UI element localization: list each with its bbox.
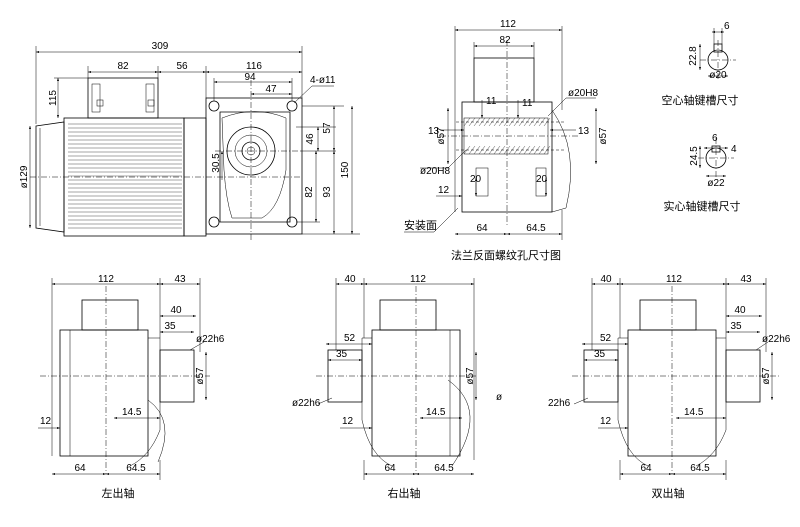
double-dim-base: 12 xyxy=(600,416,612,427)
flange-view: 112 82 ø20H8 ø20H8 11 11 ø57 ø57 13 13 2… xyxy=(404,19,609,262)
gearbox-flange xyxy=(205,97,303,235)
right-shaft-dia: ø22h6 xyxy=(292,398,321,409)
dim-upper-total: 57 xyxy=(322,122,333,134)
left-shaft-dia: ø22h6 xyxy=(196,334,225,345)
right-dim-left: 64 xyxy=(384,463,396,474)
label-holes: 4-ø11 xyxy=(310,75,336,86)
double-dim-40: 40 xyxy=(734,305,746,316)
double-shaft-dia-left: 22h6 xyxy=(548,398,571,409)
hollow-keyway: 6 22.8 ø20 空心轴键槽尺寸 xyxy=(662,21,739,107)
mount-hole-tr xyxy=(286,100,298,112)
flange-key-width: 11 xyxy=(486,96,497,107)
double-dim-key: 14.5 xyxy=(684,407,704,418)
dim-shaft-height: 82 xyxy=(304,186,315,198)
dim-height: 150 xyxy=(340,161,351,178)
mount-hole-bl xyxy=(208,216,220,228)
flange-dim-left-offset: 12 xyxy=(438,185,450,196)
left-dim-left: 64 xyxy=(74,463,86,474)
double-dim-left-len: 40 xyxy=(600,274,612,285)
flange-dim-left: ø57 xyxy=(436,127,447,145)
double-dim-right-len: 43 xyxy=(740,274,752,285)
flange-dim-right-total: 64.5 xyxy=(526,223,546,234)
left-pilot-dia: ø57 xyxy=(195,367,206,385)
double-dim-35-right: 35 xyxy=(730,321,742,332)
double-caption: 双出轴 xyxy=(652,486,685,500)
left-caption: 左出轴 xyxy=(102,486,135,500)
solid-key-depth: 24.5 xyxy=(689,146,700,166)
dim-upper-height: 46 xyxy=(305,133,316,145)
flange-housing xyxy=(461,101,553,213)
left-dim-35: 35 xyxy=(164,321,176,332)
right-dim-right: 64.5 xyxy=(434,463,454,474)
solid-dia: ø22 xyxy=(707,178,725,189)
flange-caption: 法兰反面螺纹孔尺寸图 xyxy=(451,248,561,262)
double-dim-52: 52 xyxy=(600,333,612,344)
flange-label-mount-face: 安装面 xyxy=(404,218,437,232)
flange-dim-width: 112 xyxy=(500,19,516,30)
solid-key-width: 6 xyxy=(712,133,718,144)
right-dim-key: 14.5 xyxy=(426,407,446,418)
flange-label-bore: ø20H8 xyxy=(568,88,598,99)
flange-label-bore-2: ø20H8 xyxy=(420,166,450,177)
right-dim-width: 112 xyxy=(410,274,426,285)
double-dim-left: 64 xyxy=(640,463,652,474)
dim-gear-length: 116 xyxy=(246,61,262,72)
solid-keyway: 6 24.5 4 ø22 实心轴键槽尺寸 xyxy=(664,133,741,213)
hollow-key-depth: 22.8 xyxy=(688,46,699,66)
double-dim-35-left: 35 xyxy=(594,349,606,360)
left-dim-key: 14.5 xyxy=(122,407,142,418)
right-dim-35: 35 xyxy=(336,349,348,360)
flange-dim-right: ø57 xyxy=(598,127,609,145)
flange-dim-left-total: 64 xyxy=(476,223,488,234)
main-view: 309 82 56 116 94 47 4-ø11 115 ø129 46 xyxy=(19,41,360,240)
flange-key-width-2: 11 xyxy=(522,98,533,109)
left-dim-40: 40 xyxy=(170,305,182,316)
flange-depth-b: 20 xyxy=(536,174,548,185)
flange-offset-right: 13 xyxy=(578,126,590,137)
flange-depth-a: 20 xyxy=(470,174,482,185)
right-caption: 右出轴 xyxy=(388,486,421,500)
left-shaft-view: 112 43 40 35 ø22h6 ø57 12 14.5 64 64.5 左… xyxy=(38,274,225,500)
dim-box-width: 82 xyxy=(117,61,129,72)
right-dim-shaft-len: 40 xyxy=(344,274,356,285)
mount-hole-tl xyxy=(208,100,220,112)
right-phi: ø xyxy=(496,392,502,403)
bore-hatching xyxy=(463,117,551,155)
dim-shaft-dia: 30.5 xyxy=(211,153,222,173)
double-dim-right: 64.5 xyxy=(690,463,710,474)
dim-lower: 93 xyxy=(322,186,333,198)
flange-dim-box: 82 xyxy=(499,35,511,46)
double-shaft-view: 40 112 43 52 35 40 35 ø22h6 ø57 22h6 12 … xyxy=(548,274,791,500)
terminal-box xyxy=(87,77,159,119)
dim-box-height: 115 xyxy=(48,90,59,106)
right-pilot-dia: ø57 xyxy=(465,367,476,385)
right-shaft-view: 40 112 52 35 ø22h6 ø57 ø 12 14.5 64 64.5… xyxy=(292,274,502,500)
hollow-key-width: 6 xyxy=(724,21,730,32)
left-dim-width: 112 xyxy=(98,274,114,285)
solid-caption: 实心轴键槽尺寸 xyxy=(664,199,741,213)
dim-motor-dia: ø129 xyxy=(19,165,30,188)
flange-terminal-box xyxy=(473,57,535,103)
double-shaft-dia-right: ø22h6 xyxy=(762,334,791,345)
double-dim-width: 112 xyxy=(666,274,682,285)
left-dim-right: 64.5 xyxy=(126,463,146,474)
dim-gap: 56 xyxy=(176,61,188,72)
dim-flange-half: 47 xyxy=(265,84,277,95)
hollow-dia: ø20 xyxy=(709,70,727,81)
dim-overall-length: 309 xyxy=(152,41,169,52)
double-pilot-dia: ø57 xyxy=(761,367,772,385)
motor-fins xyxy=(68,123,182,229)
right-dim-base: 12 xyxy=(342,416,354,427)
hollow-caption: 空心轴键槽尺寸 xyxy=(662,93,739,107)
left-dim-base: 12 xyxy=(40,416,52,427)
solid-key-height: 4 xyxy=(731,144,737,155)
flange-offset-left: 13 xyxy=(428,126,440,137)
dim-flange-width: 94 xyxy=(244,72,256,83)
left-dim-shaft-len: 43 xyxy=(174,274,186,285)
right-dim-52: 52 xyxy=(344,333,356,344)
